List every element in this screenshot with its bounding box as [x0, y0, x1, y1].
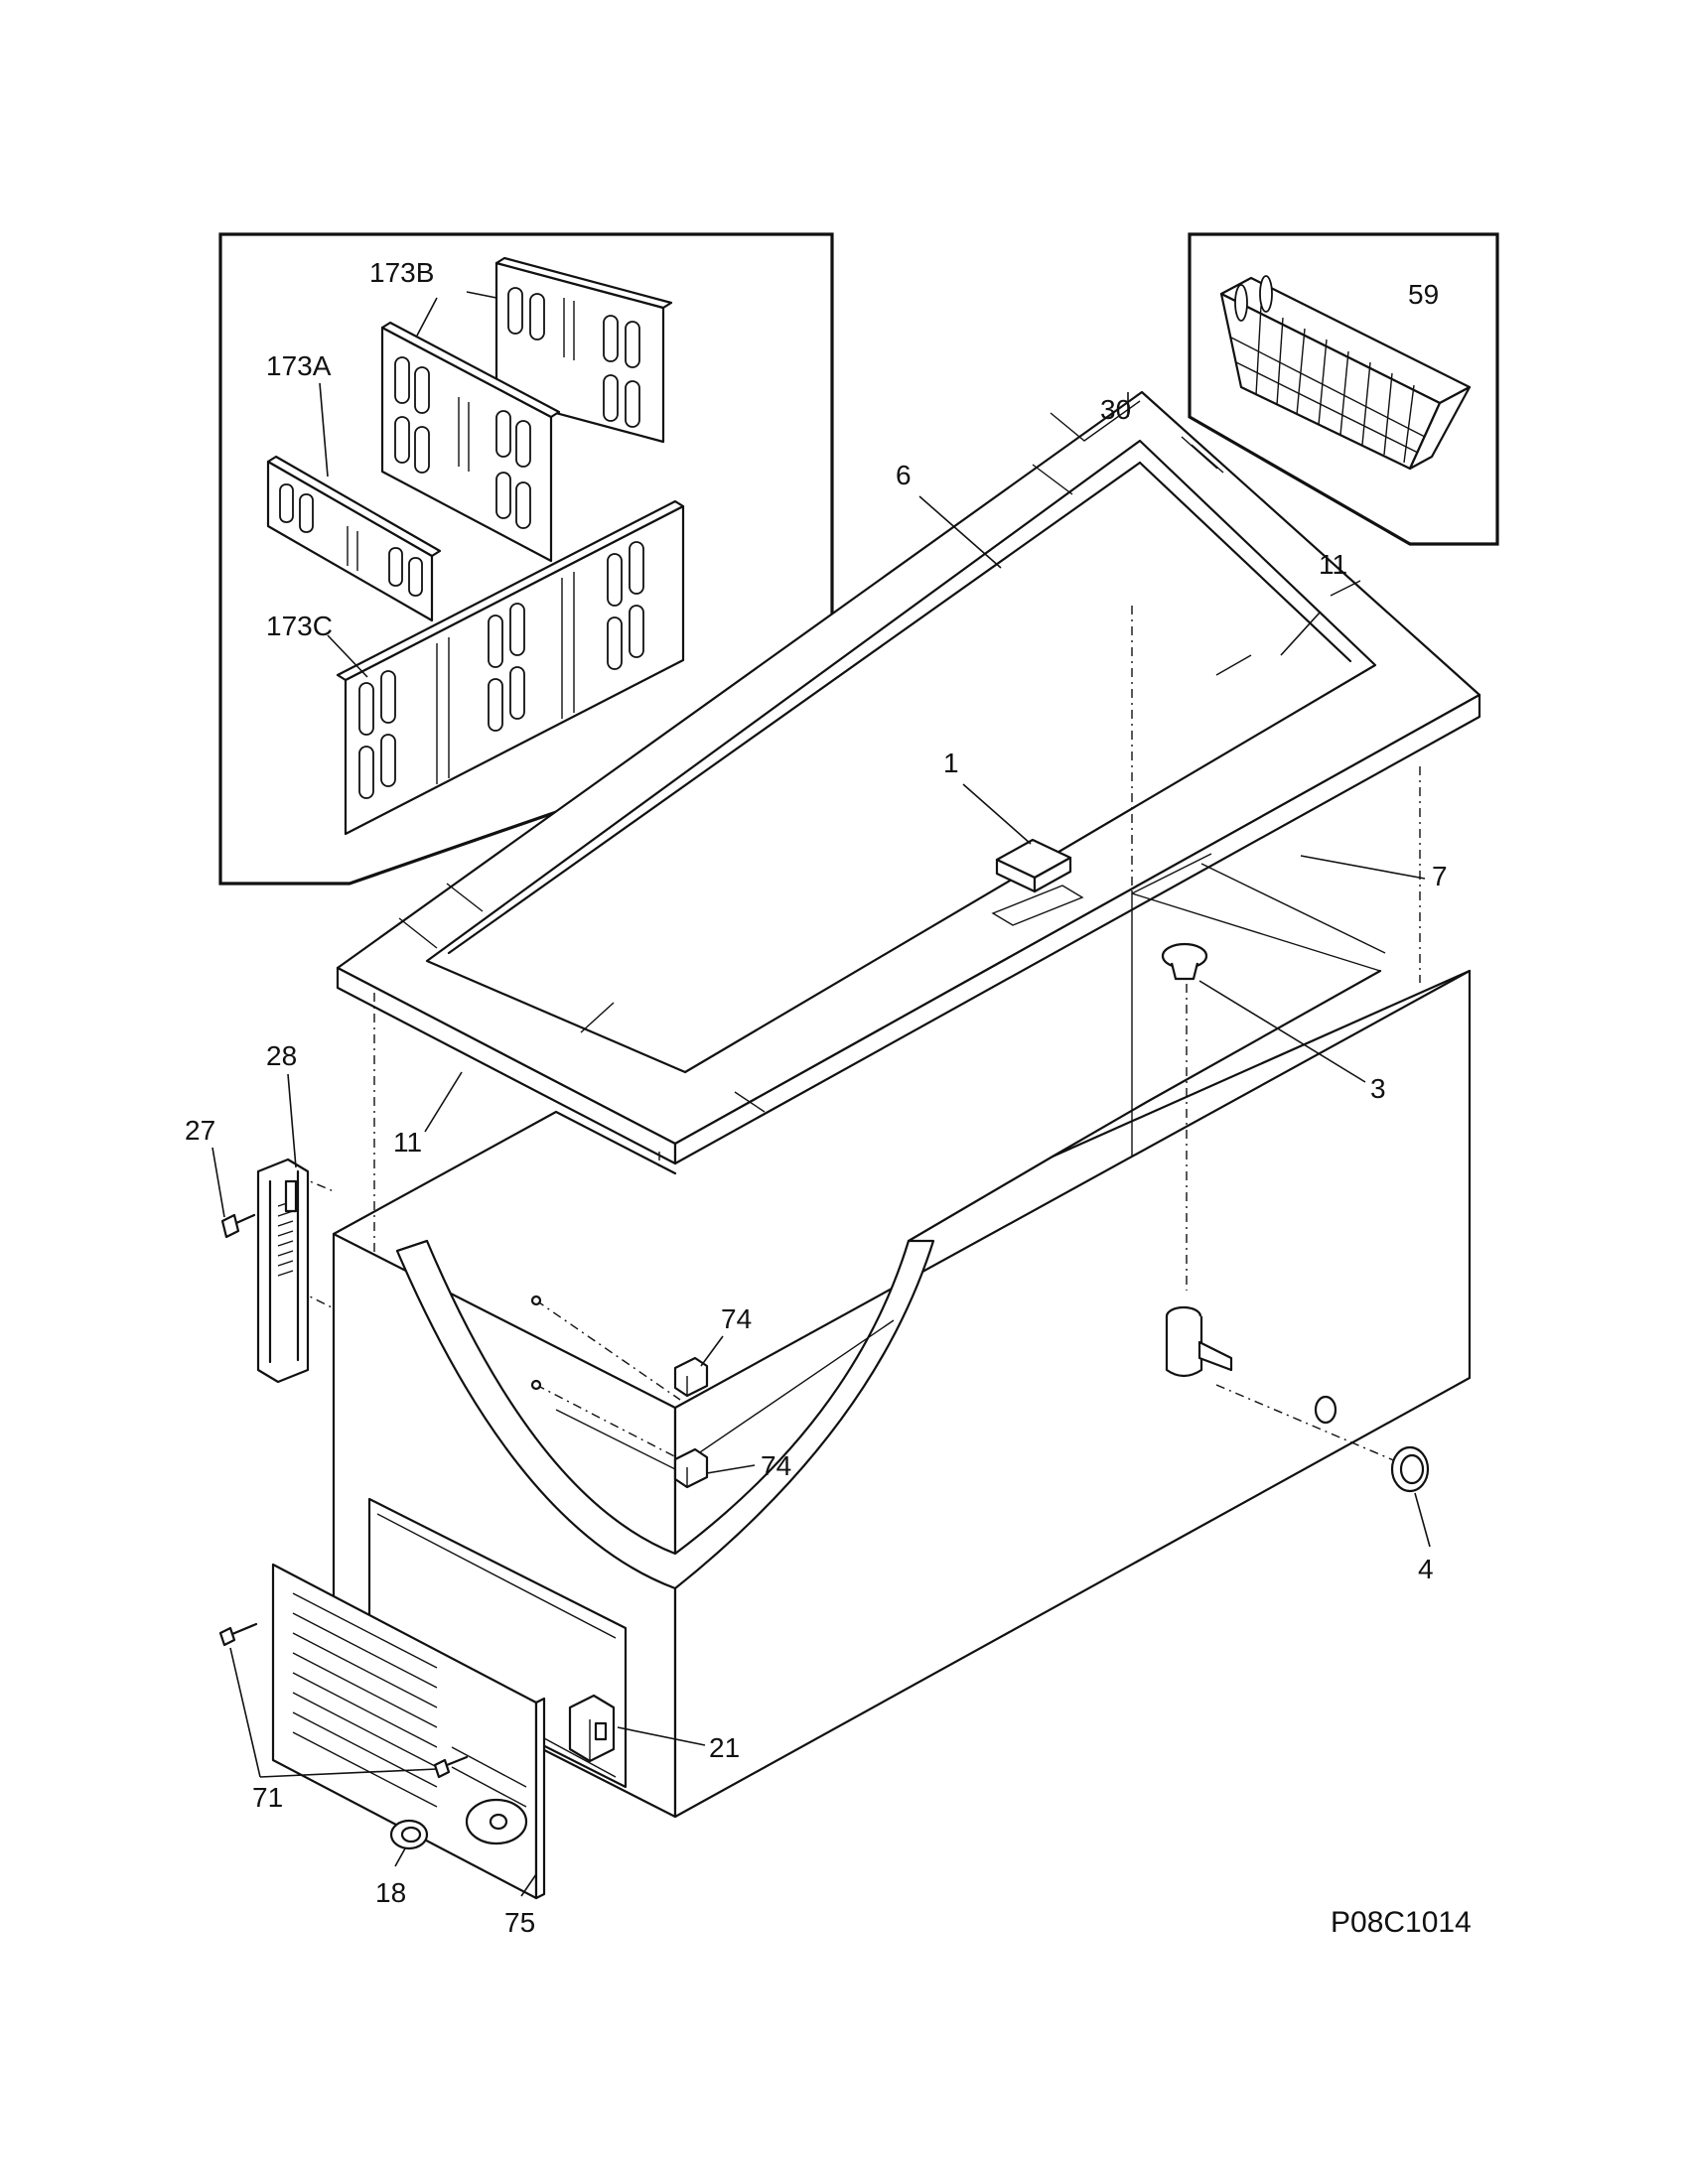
- callout-30: 30: [1100, 394, 1131, 425]
- lid-frame: [336, 390, 1481, 1165]
- leader-lines: [211, 392, 1431, 1897]
- diagram-code: P08C1014: [1331, 1906, 1472, 1939]
- callout-173b: 173B: [369, 257, 434, 288]
- callout-18: 18: [375, 1877, 406, 1908]
- knob-18: [389, 1819, 429, 1850]
- callout-6: 6: [896, 460, 912, 490]
- clip-hole-lower: [530, 1379, 542, 1391]
- callout-3: 3: [1370, 1073, 1386, 1104]
- callout-1: 1: [943, 748, 959, 778]
- leader-173c: [327, 634, 368, 678]
- callout-21: 21: [709, 1732, 740, 1763]
- clip-74-lower: [673, 1447, 709, 1489]
- clip-hole-upper: [530, 1295, 542, 1306]
- callout-11-top: 11: [1319, 549, 1347, 580]
- callout-11-left: 11: [393, 1127, 422, 1158]
- callout-27: 27: [185, 1115, 215, 1146]
- callout-173a: 173A: [266, 350, 332, 381]
- basket-inset-frame: [1188, 232, 1499, 546]
- drain-plug-4: [1390, 1445, 1430, 1493]
- callout-74-upper: 74: [721, 1303, 752, 1334]
- screws-71: [218, 1622, 469, 1779]
- basket-inset: 59: [1188, 232, 1499, 546]
- callout-59: 59: [1408, 279, 1439, 310]
- callout-173c: 173C: [266, 611, 333, 641]
- divider-173b-front: [380, 321, 561, 563]
- divider-173b-rear: [494, 256, 673, 444]
- callout-28: 28: [266, 1040, 297, 1071]
- divider-173a: [266, 455, 442, 622]
- callout-7: 7: [1432, 861, 1448, 891]
- basket-59: [1219, 275, 1472, 471]
- screw-27: [220, 1213, 256, 1239]
- leader-173a: [319, 382, 329, 478]
- drain-grommet: [1314, 1395, 1337, 1425]
- divider-173c: [336, 499, 685, 836]
- clip-74-upper: [673, 1356, 709, 1398]
- grille-75: [271, 1563, 546, 1900]
- service-panel: [367, 1497, 628, 1789]
- callout-74-lower: 74: [761, 1450, 791, 1481]
- divider-inset: 173B 173A 173C: [218, 232, 834, 886]
- drain-cap-3: [1161, 942, 1208, 981]
- leader-173b: [416, 291, 497, 337]
- control-21: [568, 1694, 616, 1763]
- hinge-28: [256, 1158, 310, 1384]
- handle-1: [995, 838, 1072, 893]
- drain-tube: [1165, 1305, 1233, 1378]
- callout-75: 75: [504, 1907, 535, 1938]
- callout-71: 71: [252, 1782, 283, 1813]
- callout-4: 4: [1418, 1554, 1434, 1584]
